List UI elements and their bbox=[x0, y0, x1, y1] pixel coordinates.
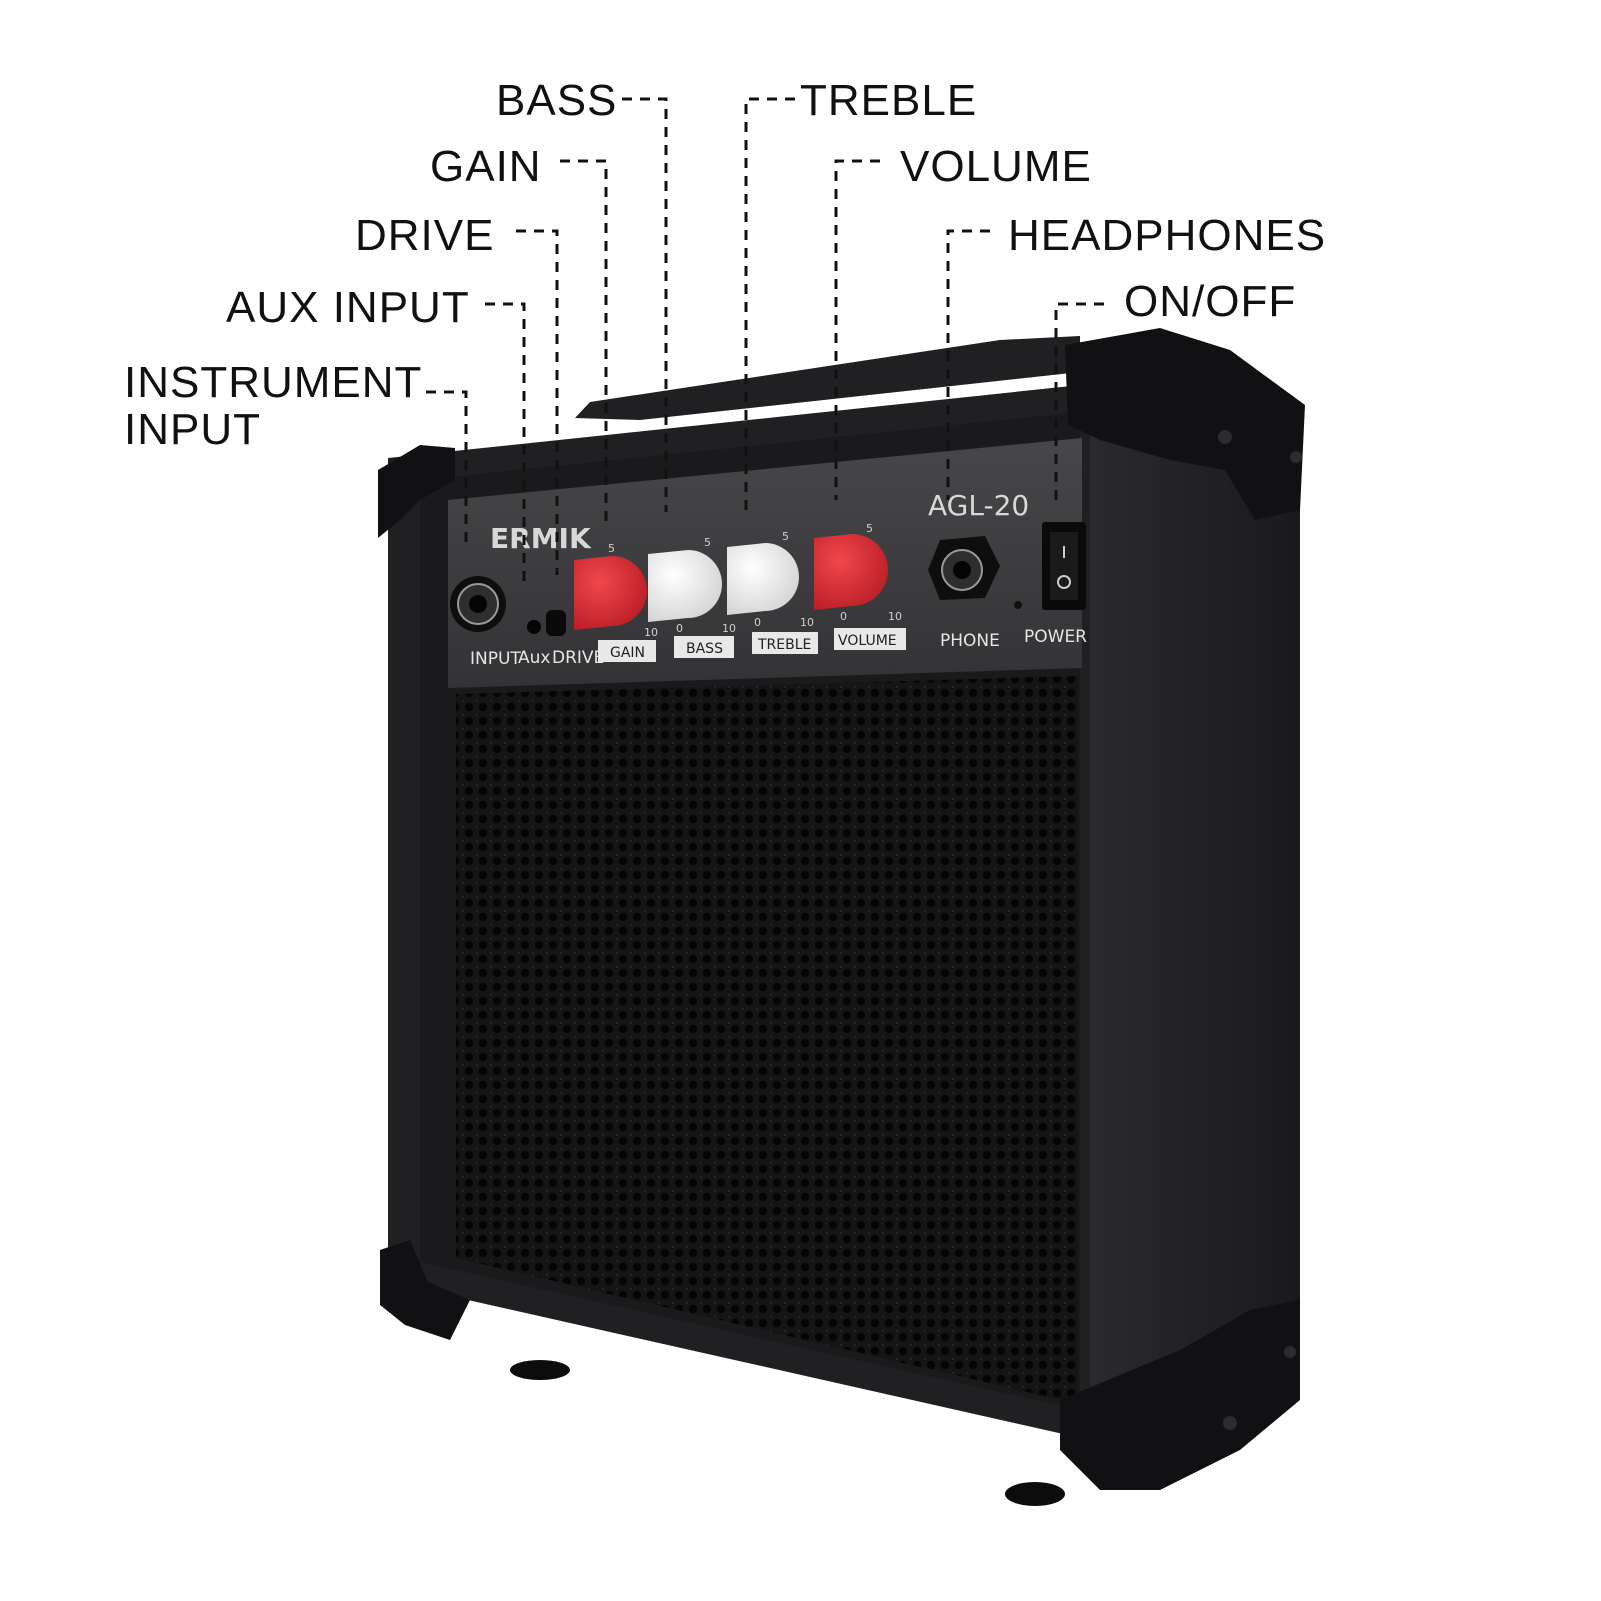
treble-plate: TREBLE bbox=[752, 632, 818, 654]
carry-handle bbox=[575, 336, 1080, 420]
aux-input-jack[interactable] bbox=[527, 620, 541, 634]
input-panel-label: INPUT bbox=[470, 649, 521, 669]
volume-scale-max: 10 bbox=[888, 610, 902, 623]
treble-scale-min: 0 bbox=[754, 616, 761, 629]
model-name: AGL-20 bbox=[928, 489, 1029, 522]
treble-leader bbox=[744, 97, 795, 512]
treble-scale-mid: 5 bbox=[782, 530, 789, 543]
brand-logo: ERMIK bbox=[490, 522, 592, 555]
corner-top-right bbox=[1065, 328, 1305, 520]
on-off-leader bbox=[1054, 302, 1104, 508]
aux-input-leader bbox=[485, 302, 526, 585]
instrument-input-callout-line2: INPUT bbox=[124, 405, 261, 454]
volume-plate: VOLUME bbox=[834, 628, 906, 650]
drive-leader bbox=[516, 229, 559, 575]
treble-callout: TREBLE bbox=[800, 76, 977, 125]
volume-callout: VOLUME bbox=[900, 142, 1092, 191]
treble-knob[interactable] bbox=[727, 543, 799, 615]
power-panel-label: POWER bbox=[1024, 627, 1087, 647]
volume-scale-mid: 5 bbox=[866, 522, 873, 535]
drive-panel-label: DRIVE bbox=[552, 648, 604, 668]
gain-leader bbox=[560, 159, 608, 522]
power-led bbox=[1014, 601, 1022, 609]
callout-leaders bbox=[426, 97, 1104, 585]
bass-callout: BASS bbox=[496, 76, 617, 125]
treble-plate-label: TREBLE bbox=[757, 637, 811, 653]
bass-leader bbox=[622, 97, 668, 512]
volume-plate-label: VOLUME bbox=[838, 633, 897, 649]
gain-scale-mid: 5 bbox=[608, 542, 615, 555]
volume-knob[interactable] bbox=[814, 534, 888, 610]
headphones-leader bbox=[946, 229, 990, 500]
corner-protectors bbox=[378, 328, 1305, 1490]
bass-scale-mid: 5 bbox=[704, 536, 711, 549]
drive-callout: DRIVE bbox=[355, 211, 494, 260]
power-switch[interactable] bbox=[1042, 522, 1086, 610]
gain-plate: GAIN bbox=[598, 640, 656, 662]
gain-plate-label: GAIN bbox=[610, 645, 645, 661]
treble-scale-max: 10 bbox=[800, 616, 814, 629]
phone-panel-label: PHONE bbox=[940, 631, 1000, 651]
foot-right bbox=[1005, 1482, 1065, 1506]
instrument-input-jack[interactable] bbox=[450, 576, 506, 632]
headphone-jack[interactable] bbox=[928, 536, 1000, 600]
gain-knob[interactable] bbox=[574, 556, 647, 630]
bass-plate-label: BASS bbox=[686, 641, 723, 657]
instrument-input-callout-line1: INSTRUMENT bbox=[124, 358, 422, 407]
corner-bottom-left bbox=[380, 1240, 470, 1340]
bass-scale-min: 0 bbox=[676, 622, 683, 635]
headphones-callout: HEADPHONES bbox=[1008, 211, 1326, 260]
bass-knob[interactable] bbox=[648, 550, 722, 622]
bass-plate: BASS bbox=[674, 636, 734, 658]
volume-scale-min: 0 bbox=[840, 610, 847, 623]
drive-switch[interactable] bbox=[546, 610, 566, 636]
cabinet-side bbox=[1090, 380, 1300, 1440]
volume-leader bbox=[834, 159, 880, 500]
aux-panel-label: Aux bbox=[518, 648, 550, 668]
corner-top-left bbox=[378, 445, 455, 538]
instrument-input-leader bbox=[426, 390, 468, 550]
foot-left bbox=[510, 1360, 570, 1380]
corner-bottom-right bbox=[1060, 1300, 1300, 1490]
bass-scale-max: 10 bbox=[722, 622, 736, 635]
gain-scale-max: 10 bbox=[644, 626, 658, 639]
speaker-grille bbox=[456, 676, 1078, 1404]
gain-callout: GAIN bbox=[430, 142, 542, 191]
on-off-callout: ON/OFF bbox=[1124, 277, 1296, 326]
aux-input-callout: AUX INPUT bbox=[226, 283, 470, 332]
